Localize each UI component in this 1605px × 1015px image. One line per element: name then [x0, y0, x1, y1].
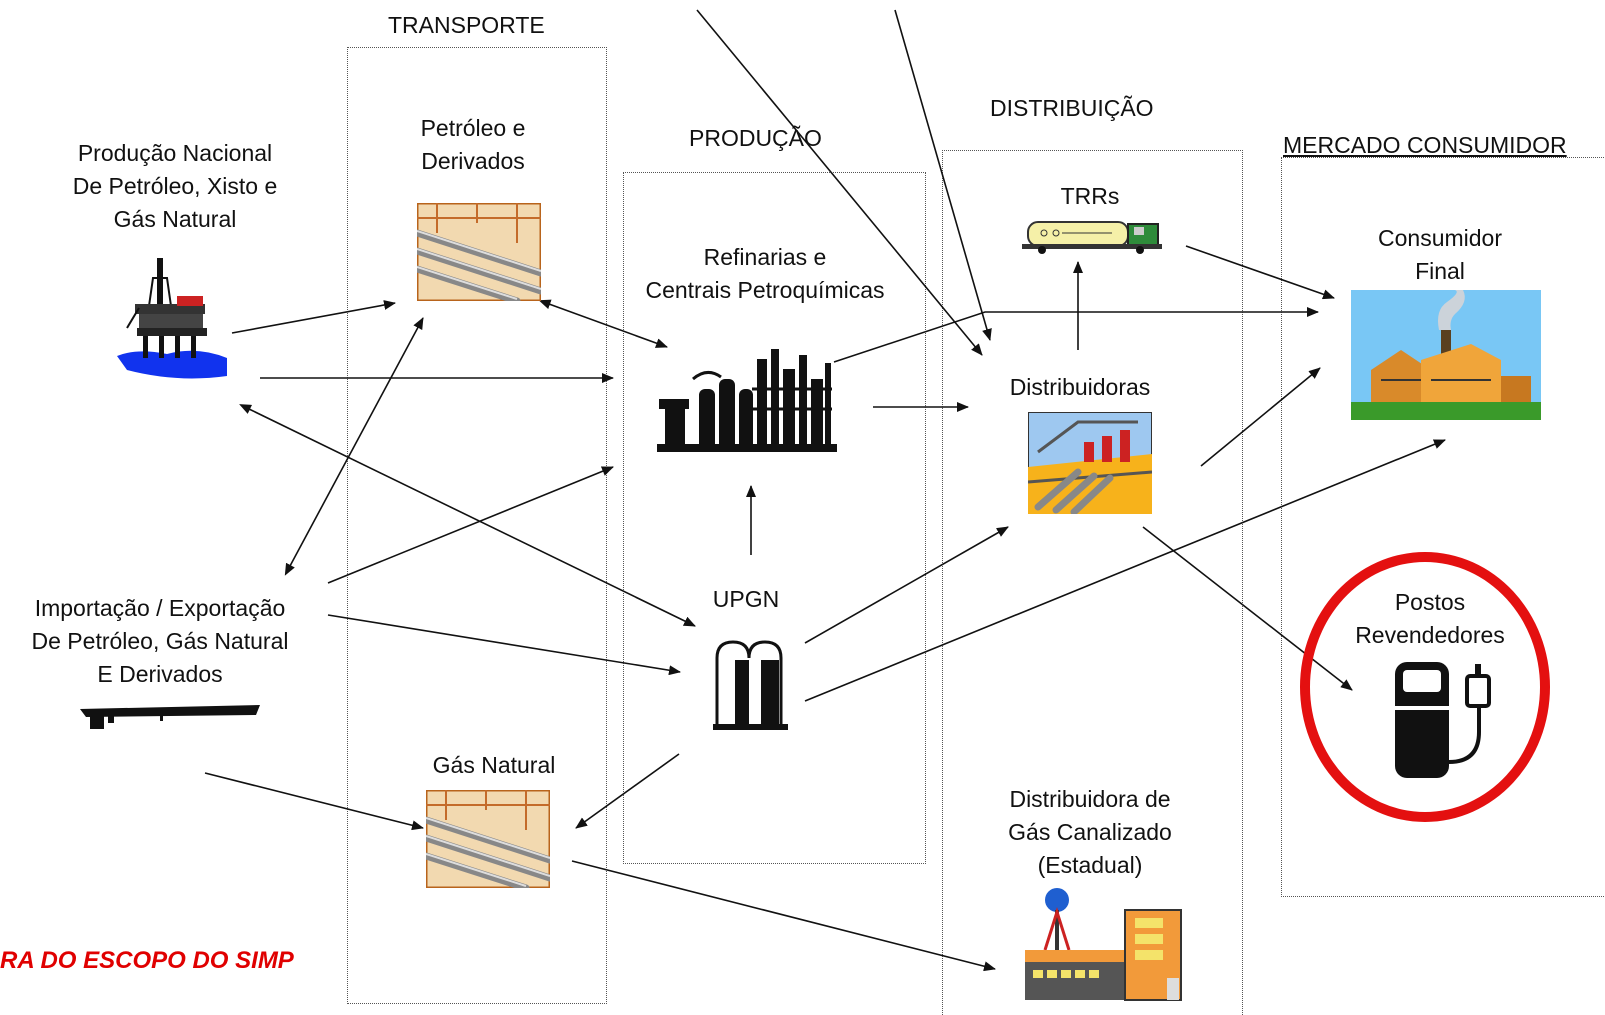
arrow-upgn-to-gas [575, 753, 680, 829]
arrow-upgn-to-distribuidoras [804, 526, 1009, 644]
arrow-import-to-gas [204, 772, 424, 831]
distribuidoras-label: Distribuidoras [1009, 374, 1151, 400]
arrow-producao-upgn [239, 404, 696, 627]
importacao-label: Importação / Exportação De Petróleo, Gás… [31, 595, 289, 687]
distribuidora-gas-label: Distribuidora de Gás Canalizado (Estadua… [1008, 786, 1172, 878]
arrow-upgn-to-consumidor [804, 439, 1446, 702]
distribuicao-header: DISTRIBUIÇÃO [990, 95, 1154, 121]
mercado-section [1281, 157, 1605, 897]
trrs-label: TRRs [1060, 183, 1120, 209]
arrow-refinarias-to-consumidor [833, 307, 1319, 363]
arrow-top-to-distribuidoras-2 [894, 9, 992, 341]
postos-highlight-ring [1300, 552, 1550, 822]
producao-header: PRODUÇÃO [689, 125, 822, 151]
upgn-label: UPGN [712, 586, 780, 612]
fuel-pump-icon [1395, 662, 1491, 778]
arrow-import-to-refinarias [327, 466, 614, 584]
scope-note: RA DO ESCOPO DO SIMP [0, 947, 294, 974]
arrow-trrs-to-consumidor [1185, 245, 1335, 300]
gas-utility-building-icon [1025, 888, 1182, 1001]
mercado-header: MERCADO CONSUMIDOR [1283, 132, 1567, 158]
refinery-icon [657, 349, 837, 452]
arrow-petroleo-refinarias [538, 299, 668, 348]
consumidor-final-label: Consumidor Final [1378, 225, 1502, 284]
arrow-gas-to-distribuidora-gas [571, 860, 996, 972]
petroleo-derivados-label: Petróleo e Derivados [420, 115, 526, 174]
arrow-import-petroleo [284, 317, 424, 576]
arrow-distribuidoras-to-consumidor [1200, 367, 1321, 467]
oil-platform-icon [117, 258, 227, 379]
gas-pipeline-icon [426, 790, 550, 888]
distribution-terminal-icon [1028, 412, 1152, 514]
gas-natural-label: Gás Natural [432, 752, 556, 778]
transporte-header: TRANSPORTE [388, 12, 545, 38]
ship-icon [80, 705, 260, 729]
factory-icon [1351, 290, 1541, 420]
distribuicao-section [942, 150, 1243, 1015]
arrow-import-to-upgn [327, 614, 681, 676]
arrow-producao-to-petroleo [231, 300, 396, 334]
tanker-truck-icon [1022, 221, 1162, 254]
arrow-top-to-distribuidoras-1 [696, 9, 983, 356]
refinarias-label: Refinarias e Centrais Petroquímicas [645, 244, 885, 303]
postos-label: Postos Revendedores [1355, 589, 1505, 648]
pipeline-icon [417, 203, 541, 301]
upgn-icon [713, 640, 788, 730]
producao-nacional-label: Produção Nacional De Petróleo, Xisto e G… [72, 140, 278, 232]
